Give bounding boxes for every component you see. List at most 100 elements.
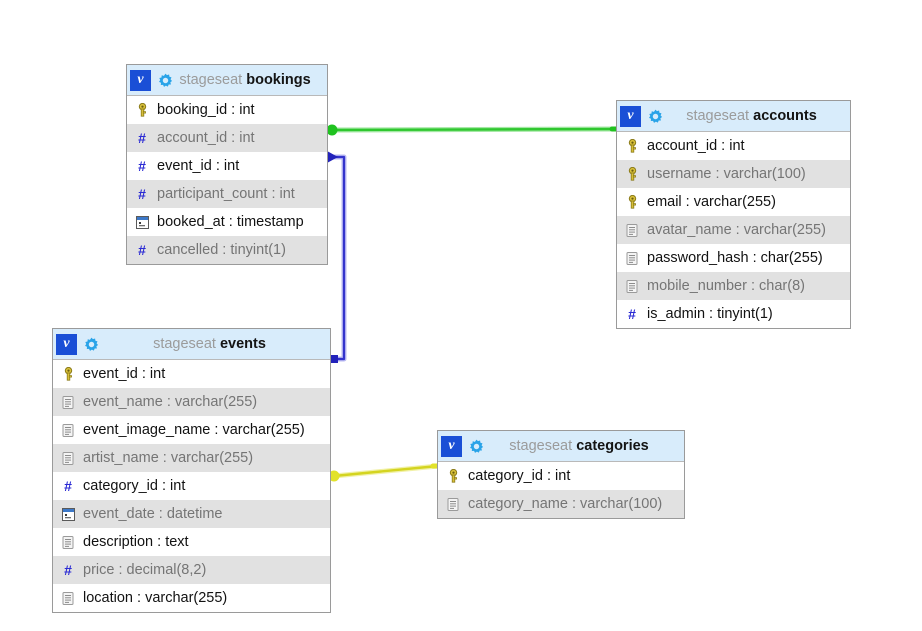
key-icon — [624, 138, 640, 154]
column-row[interactable]: category_id : int — [438, 462, 684, 490]
column-label: event_image_name : varchar(255) — [83, 422, 305, 438]
gear-icon[interactable] — [643, 104, 667, 128]
table-header-accounts[interactable]: v stageseat accounts — [617, 101, 850, 132]
text-icon — [60, 534, 76, 550]
text-icon — [624, 250, 640, 266]
column-label: booking_id : int — [157, 102, 255, 118]
gear-icon[interactable] — [464, 434, 488, 458]
column-label: participant_count : int — [157, 186, 295, 202]
column-label: is_admin : tinyint(1) — [647, 306, 773, 322]
text-icon — [445, 496, 461, 512]
text-icon — [624, 278, 640, 294]
numeric-icon: # — [138, 158, 146, 174]
numeric-icon: # — [138, 186, 146, 202]
gear-icon[interactable] — [153, 68, 177, 92]
column-label: booked_at : timestamp — [157, 214, 304, 230]
column-label: artist_name : varchar(255) — [83, 450, 254, 466]
column-row[interactable]: # participant_count : int — [127, 180, 327, 208]
column-label: avatar_name : varchar(255) — [647, 222, 826, 238]
column-row[interactable]: email : varchar(255) — [617, 188, 850, 216]
column-row[interactable]: booking_id : int — [127, 96, 327, 124]
column-label: mobile_number : char(8) — [647, 278, 805, 294]
key-icon — [134, 102, 150, 118]
table-categories[interactable]: v stageseat categories category_id : int… — [437, 430, 685, 519]
column-row[interactable]: mobile_number : char(8) — [617, 272, 850, 300]
view-badge-icon: v — [130, 69, 151, 91]
table-title-bookings: stageseat bookings — [177, 72, 327, 88]
numeric-icon: # — [64, 478, 72, 494]
column-label: account_id : int — [157, 130, 255, 146]
column-label: event_name : varchar(255) — [83, 394, 258, 410]
column-row[interactable]: # category_id : int — [53, 472, 330, 500]
table-columns-events: event_id : int event_name : varchar(255) e… — [53, 360, 330, 612]
column-row[interactable]: # cancelled : tinyint(1) — [127, 236, 327, 264]
table-columns-accounts: account_id : int username : varchar(100) e… — [617, 132, 850, 328]
table-name: bookings — [246, 72, 311, 88]
column-label: cancelled : tinyint(1) — [157, 242, 286, 258]
view-badge-icon: v — [441, 435, 462, 457]
column-row[interactable]: # is_admin : tinyint(1) — [617, 300, 850, 328]
view-badge-icon: v — [620, 105, 641, 127]
relation-bookings-accounts — [326, 124, 622, 136]
numeric-icon: # — [64, 562, 72, 578]
view-badge-icon: v — [56, 333, 77, 355]
column-row[interactable]: event_date : datetime — [53, 500, 330, 528]
column-row[interactable]: # event_id : int — [127, 152, 327, 180]
table-events[interactable]: v stageseat events event_id : int event_n… — [52, 328, 331, 613]
schema-label: stageseat — [686, 108, 750, 124]
column-row[interactable]: # account_id : int — [127, 124, 327, 152]
text-icon — [60, 422, 76, 438]
table-name: events — [219, 336, 266, 352]
calendar-icon — [60, 506, 76, 522]
table-bookings[interactable]: v stageseat bookings booking_id : int # ac… — [126, 64, 328, 265]
column-label: category_name : varchar(100) — [468, 496, 663, 512]
table-title-categories: stageseat categories — [488, 438, 684, 454]
column-label: event_id : int — [83, 366, 166, 382]
text-icon — [60, 590, 76, 606]
column-row[interactable]: event_name : varchar(255) — [53, 388, 330, 416]
column-row[interactable]: booked_at : timestamp — [127, 208, 327, 236]
column-label: email : varchar(255) — [647, 194, 776, 210]
column-row[interactable]: password_hash : char(255) — [617, 244, 850, 272]
column-row[interactable]: description : text — [53, 528, 330, 556]
schema-label: stageseat — [509, 438, 573, 454]
column-row[interactable]: #price : decimal(8,2) — [53, 556, 330, 584]
gear-icon[interactable] — [79, 332, 103, 356]
column-label: category_id : int — [83, 478, 186, 494]
column-row[interactable]: location : varchar(255) — [53, 584, 330, 612]
column-row[interactable]: event_id : int — [53, 360, 330, 388]
key-icon — [624, 166, 640, 182]
column-label: username : varchar(100) — [647, 166, 806, 182]
table-header-categories[interactable]: v stageseat categories — [438, 431, 684, 462]
column-row[interactable]: event_image_name : varchar(255) — [53, 416, 330, 444]
table-accounts[interactable]: v stageseat accounts account_id : int use… — [616, 100, 851, 329]
schema-label: stageseat — [153, 336, 216, 352]
column-row[interactable]: username : varchar(100) — [617, 160, 850, 188]
column-row[interactable]: avatar_name : varchar(255) — [617, 216, 850, 244]
table-title-accounts: stageseat accounts — [667, 108, 850, 124]
column-label: account_id : int — [647, 138, 745, 154]
text-icon — [60, 394, 76, 410]
numeric-icon: # — [628, 306, 636, 322]
table-columns-bookings: booking_id : int # account_id : int # event_… — [127, 96, 327, 264]
text-icon — [60, 450, 76, 466]
column-row[interactable]: artist_name : varchar(255) — [53, 444, 330, 472]
numeric-icon: # — [138, 242, 146, 258]
column-label: event_date : datetime — [83, 506, 223, 522]
numeric-icon: # — [138, 130, 146, 146]
table-columns-categories: category_id : int category_name : varchar… — [438, 462, 684, 518]
key-icon — [445, 468, 461, 484]
column-row[interactable]: category_name : varchar(100) — [438, 490, 684, 518]
key-icon — [60, 366, 76, 382]
table-header-bookings[interactable]: v stageseat bookings — [127, 65, 327, 96]
column-label: password_hash : char(255) — [647, 250, 823, 266]
table-name: categories — [576, 438, 649, 454]
column-row[interactable]: account_id : int — [617, 132, 850, 160]
schema-label: stageseat — [179, 72, 243, 88]
key-icon — [624, 194, 640, 210]
column-label: description : text — [83, 534, 189, 550]
table-header-events[interactable]: v stageseat events — [53, 329, 330, 360]
calendar-icon — [134, 214, 150, 230]
column-label: event_id : int — [157, 158, 240, 174]
